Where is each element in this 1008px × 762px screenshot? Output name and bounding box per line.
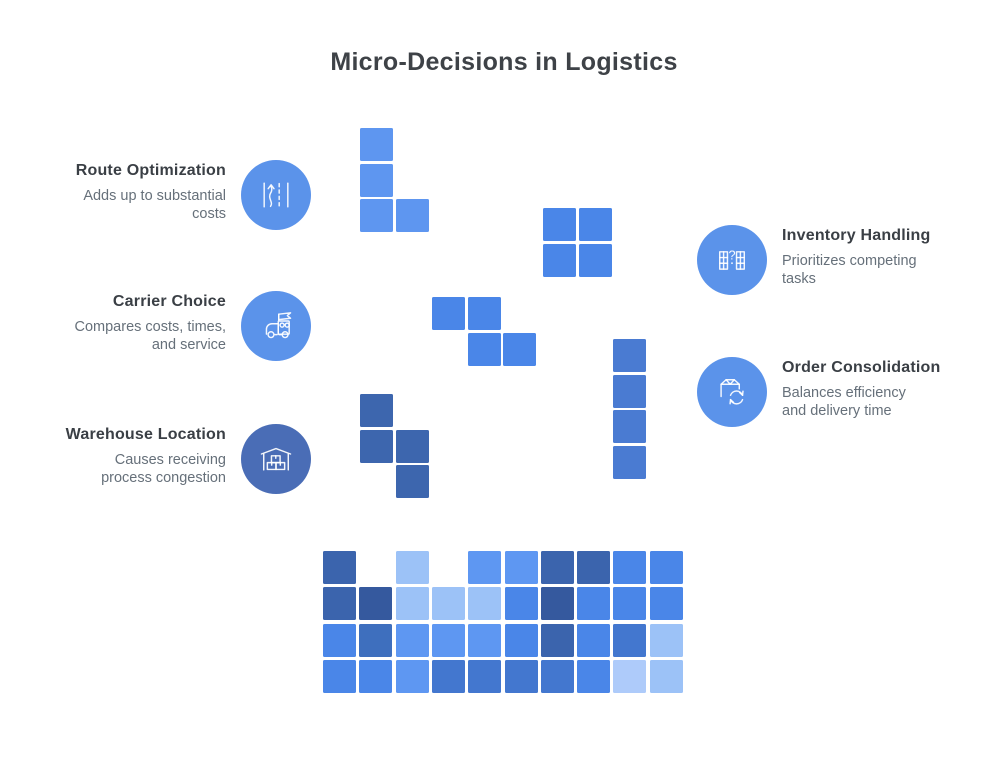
tetris-block-l-piece (360, 199, 393, 232)
tetris-block-z-piece (467, 332, 501, 366)
item-order-consolidation: Order Consolidation Balances efficiency … (697, 357, 960, 427)
item-description: Causes receiving process congestion (101, 452, 226, 487)
stack-block (395, 659, 429, 693)
stack-block (431, 587, 465, 621)
item-description: Adds up to substantial costs (83, 188, 226, 223)
stack-block (649, 587, 683, 621)
stack-block (504, 623, 538, 657)
item-warehouse-location: Warehouse Location Causes receiving proc… (36, 424, 311, 494)
stack-block (323, 659, 356, 693)
tetris-block-z-piece (432, 297, 465, 330)
stack-block (540, 551, 574, 584)
item-description: Balances efficiency and delivery time (782, 385, 906, 420)
stack-block (577, 551, 611, 584)
tetris-block-l-piece (360, 128, 393, 161)
stack-block (504, 587, 538, 621)
tetris-block-s-piece (395, 429, 429, 463)
stack-block (613, 587, 647, 621)
stack-block (395, 587, 429, 621)
tetris-block-l-piece (360, 163, 393, 197)
stack-block (468, 659, 502, 693)
stack-block (323, 551, 356, 584)
tetris-block-i-piece (613, 445, 646, 479)
tetris-block-s-piece (360, 429, 393, 463)
shelves-question-icon: ? (697, 225, 767, 295)
stack-block (577, 659, 611, 693)
stack-block (613, 659, 647, 693)
item-heading: Carrier Choice (112, 293, 226, 310)
stack-block (468, 623, 502, 657)
stack-block (468, 551, 502, 584)
tetris-block-o-piece (578, 208, 612, 241)
stack-block (649, 623, 683, 657)
tetris-block-o-piece (578, 243, 612, 277)
item-description: Prioritizes competing tasks (782, 253, 917, 288)
item-route-optimization: Route Optimization Adds up to substantia… (36, 160, 311, 230)
item-carrier-choice: Carrier Choice Compares costs, times, an… (36, 291, 311, 361)
stack-block (649, 551, 683, 584)
stack-block (359, 623, 393, 657)
stack-block (323, 587, 356, 621)
tetris-block-o-piece (543, 208, 576, 241)
stack-block (395, 623, 429, 657)
stack-block (395, 551, 429, 584)
stack-block (649, 659, 683, 693)
box-refresh-icon (697, 357, 767, 427)
tetris-block-o-piece (543, 243, 576, 277)
item-inventory-handling: ? Inventory Handling Prioritizes competi… (697, 225, 960, 295)
tetris-block-s-piece (395, 465, 429, 498)
tetris-block-i-piece (613, 374, 646, 408)
stack-block (431, 623, 465, 657)
stack-block (540, 587, 574, 621)
stack-block (613, 623, 647, 657)
stack-block (540, 623, 574, 657)
tetris-block-s-piece (360, 394, 393, 427)
item-heading: Warehouse Location (65, 426, 226, 443)
stack-block (431, 659, 465, 693)
tetris-block-i-piece (613, 410, 646, 443)
stack-block (540, 659, 574, 693)
stack-block (359, 587, 393, 621)
stack-block (323, 623, 356, 657)
stack-block (577, 623, 611, 657)
tetris-block-l-piece (395, 199, 429, 232)
item-heading: Route Optimization (75, 162, 226, 179)
stack-block (577, 587, 611, 621)
tetris-block-z-piece (503, 332, 536, 366)
tetris-block-i-piece (613, 339, 646, 372)
stack-block (359, 659, 393, 693)
item-heading: Inventory Handling (782, 227, 931, 244)
warehouse-icon (241, 424, 311, 494)
stack-block (504, 551, 538, 584)
route-icon (241, 160, 311, 230)
stack-block (504, 659, 538, 693)
item-heading: Order Consolidation (782, 359, 941, 376)
page-title: Micro-Decisions in Logistics (330, 48, 678, 76)
stack-block (468, 587, 502, 621)
stack-block (613, 551, 647, 584)
tetris-block-z-piece (467, 297, 501, 330)
truck-icon (241, 291, 311, 361)
item-description: Compares costs, times, and service (74, 319, 227, 354)
svg-text:?: ? (728, 248, 735, 263)
